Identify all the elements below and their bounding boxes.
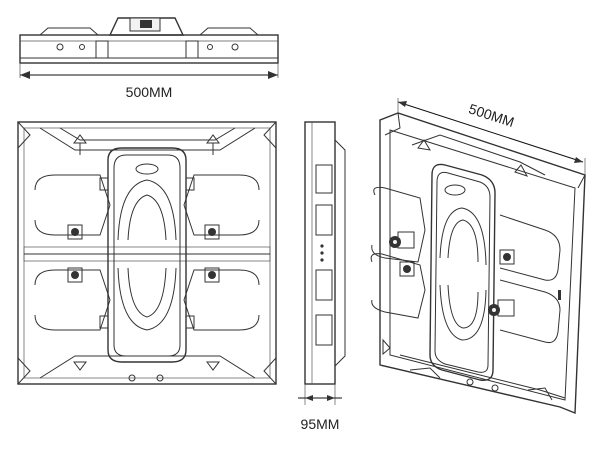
rear-view-frame — [17, 121, 277, 385]
top-view-body — [19, 34, 279, 64]
side-view — [304, 121, 346, 405]
perspective-frame — [379, 112, 586, 415]
top-dimension-label: 500MM — [126, 84, 173, 100]
top-dimension: 500MM — [20, 71, 278, 100]
perspective-dimension-label: 500MM — [467, 100, 516, 130]
perspective-view — [370, 112, 586, 415]
side-dimension: 95MM — [298, 395, 342, 432]
perspective-center-module — [429, 163, 496, 381]
side-dimension-label: 95MM — [301, 416, 340, 432]
top-view — [19, 17, 279, 78]
side-view-body — [304, 121, 336, 385]
rear-view — [17, 121, 277, 385]
perspective-dimension: 500MM — [397, 98, 586, 175]
top-handle — [108, 17, 185, 36]
rear-center-module — [107, 147, 187, 363]
